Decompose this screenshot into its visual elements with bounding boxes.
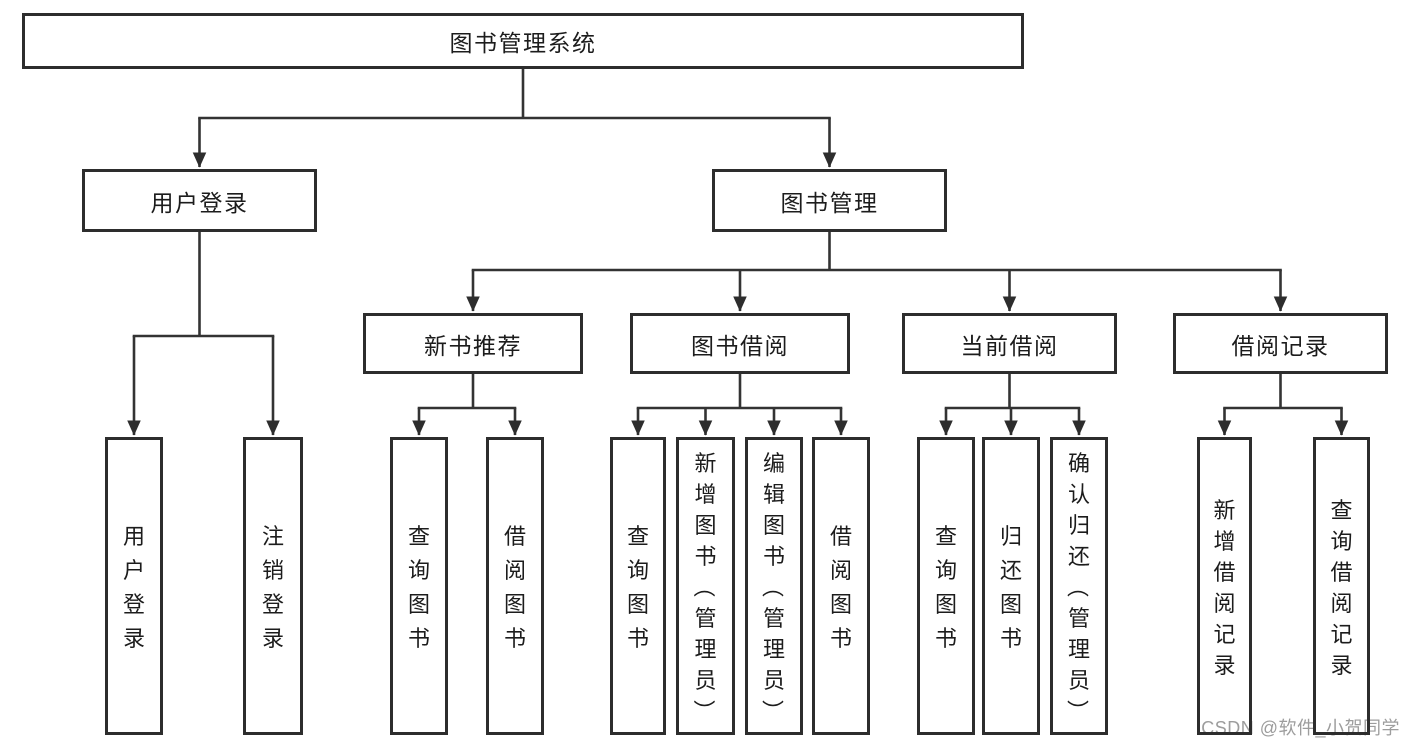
node-label-char: 查 [1330,497,1353,523]
node-label-char: ） [760,698,785,721]
node-current-borrow: 当前借阅 [902,313,1117,374]
node-label-char: 理 [762,637,785,662]
node-label-char: 阅 [829,558,852,583]
node-label-char: 图 [694,513,717,538]
node-book-borrow: 图书借阅 [630,313,850,374]
node-label-char: 书 [999,626,1022,651]
node-label: 新书推荐 [424,332,522,359]
node-label-char: 借 [503,524,526,549]
node-label-char: 编 [762,451,785,476]
node-label-char: 增 [694,482,717,507]
node-label-char: ） [691,698,717,721]
node-label: 用户登录 [150,189,249,216]
node-label-char: 确 [1067,451,1090,476]
node-label-char: （ [760,574,785,597]
node-label-char: 书 [829,626,852,651]
node-book-mgmt: 图书管理 [712,169,947,232]
node-label-char: 管 [1067,606,1090,631]
node-label-char: 图 [626,592,649,617]
node-label-char: 理 [694,637,717,662]
node-label-char: 归 [1067,513,1090,538]
node-label-char: 借 [829,524,852,549]
node-borrow-records: 借阅记录 [1173,313,1388,374]
node-label-char: 记 [1213,621,1236,647]
node-label-char: 登 [122,592,145,617]
node-leaf-nbr-query-books: 查询图书 [390,437,448,735]
node-label-char: 管 [694,606,717,631]
node-label-char: 询 [1330,528,1353,554]
node-label-char: 录 [261,626,284,651]
node-label-char: 注 [261,524,284,549]
node-label-char: 新 [1213,497,1236,523]
node-label-char: 理 [1067,637,1090,662]
node-leaf-bb-edit-books: 编辑图书 （ 管理员 ） [745,437,803,735]
node-label-char: 书 [626,626,649,651]
node-label-char: 书 [503,626,526,651]
node-label-char: 书 [934,626,957,651]
node-leaf-bb-add-books: 新增图书 （ 管理员 ） [676,437,735,735]
node-label-char: 录 [1213,652,1236,678]
node-label-char: 图 [999,592,1022,617]
node-label-char: 增 [1213,528,1236,554]
node-label-char: 书 [694,544,717,569]
node-label-char: （ [691,574,717,597]
node-label-char: 图 [829,592,852,617]
node-label-char: 员 [694,668,717,693]
node-label-char: 图 [503,592,526,617]
node-new-book-rec: 新书推荐 [363,313,583,374]
node-label: 当前借阅 [960,332,1059,359]
node-label-char: ） [1065,698,1090,721]
node-label-char: 认 [1067,482,1090,507]
node-leaf-bb-query-books: 查询图书 [610,437,666,735]
node-label-char: 阅 [1213,590,1236,616]
node-label-char: 还 [999,558,1022,583]
node-label-char: 借 [1330,559,1353,585]
node-label-char: 录 [122,626,145,651]
node-leaf-bb-borrow-books: 借阅图书 [812,437,870,735]
node-label-char: 图 [762,513,785,538]
node-label-char: 员 [762,668,785,693]
node-label: 图书借阅 [691,332,789,359]
node-leaf-cb-confirm-return: 确认归还 （ 管理员 ） [1050,437,1108,735]
node-label-char: 用 [122,524,145,549]
node-label-char: 借 [1213,559,1236,585]
node-leaf-cb-query-books: 查询图书 [917,437,975,735]
node-label-char: 阅 [503,558,526,583]
node-label-char: 管 [762,606,785,631]
node-root: 图书管理系统 [22,13,1024,69]
node-label: 图书管理 [780,189,879,216]
node-leaf-br-query-record: 查询借阅记录 [1313,437,1370,735]
node-label-char: 书 [407,626,430,651]
node-label-char: 阅 [1330,590,1353,616]
node-label-char: 查 [407,524,430,549]
node-label-char: 户 [122,558,145,583]
node-label: 图书管理系统 [449,30,597,56]
node-label-char: （ [1065,574,1090,597]
node-label-char: 归 [999,524,1022,549]
node-label-char: 记 [1330,621,1353,647]
node-label-char: 查 [626,524,649,549]
node-label-char: 员 [1067,668,1090,693]
node-leaf-nbr-borrow-books: 借阅图书 [486,437,544,735]
node-label-char: 销 [261,558,284,583]
node-label-char: 辑 [762,482,785,507]
node-label-char: 登 [261,592,284,617]
node-label-char: 还 [1067,544,1090,569]
node-leaf-cb-return-books: 归还图书 [982,437,1040,735]
node-leaf-user-login: 用户登录 [105,437,163,735]
node-label-char: 书 [762,544,785,569]
node-label-char: 图 [407,592,430,617]
node-label-char: 询 [626,558,649,583]
node-leaf-br-add-record: 新增借阅记录 [1197,437,1252,735]
node-label-char: 录 [1330,652,1353,678]
node-label-char: 询 [407,558,430,583]
node-user-login: 用户登录 [82,169,317,232]
node-label-char: 查 [934,524,957,549]
node-label-char: 图 [934,592,957,617]
node-label: 借阅记录 [1231,332,1330,359]
node-label-char: 询 [934,558,957,583]
node-leaf-logout: 注销登录 [243,437,303,735]
node-label-char: 新 [694,451,717,476]
